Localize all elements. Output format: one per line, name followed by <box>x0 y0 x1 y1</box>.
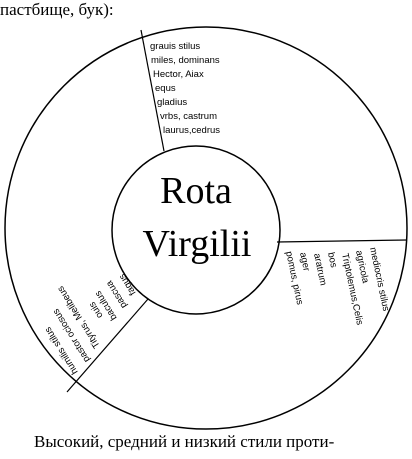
outer-circle <box>4 26 408 430</box>
center-title-line2: Virgilii <box>143 223 252 265</box>
divider-top <box>140 29 165 152</box>
segment-line: vrbs, castrum <box>160 111 217 122</box>
segment-line: gladius <box>157 97 187 108</box>
inner-circle <box>111 145 281 315</box>
segment-line: laurus,cedrus <box>163 125 220 136</box>
segment-line: grauis stilus <box>150 41 200 52</box>
center-title-line1: Rota <box>160 170 232 212</box>
bottom-text-line: Высокий, средний и низкий стили проти- <box>34 432 335 451</box>
segment-low-style: humilis stilus pastor ociosus Tityrus, M… <box>43 271 139 376</box>
segment-line: ager <box>297 251 312 272</box>
segment-line: equs <box>155 83 176 94</box>
segment-high-style: grauis stilus miles, dominans Hector, Ai… <box>150 41 220 136</box>
divider-lower-left <box>66 298 149 393</box>
segment-middle-style: mediocris stilus agricola Triptolemus,Ce… <box>283 246 391 326</box>
top-text-line: пастбище, бук): <box>0 0 114 19</box>
segment-line: miles, dominans <box>151 55 220 66</box>
divider-right <box>276 239 408 243</box>
segment-line: Hector, Aiax <box>153 69 204 80</box>
segment-line: bos <box>325 251 339 269</box>
